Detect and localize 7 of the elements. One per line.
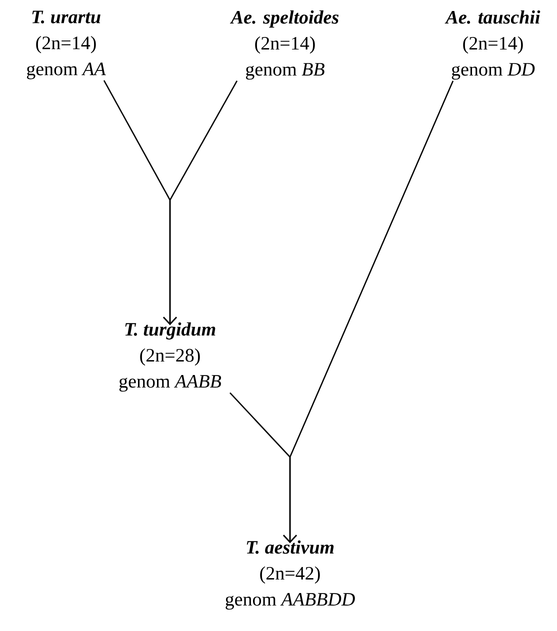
species-label: T. turgidum (2n=28) genom AABB <box>119 322 222 392</box>
species-label: T. aestivum (2n=42) genom AABBDD <box>226 540 355 610</box>
arrow <box>163 80 238 326</box>
arrow <box>283 80 454 544</box>
species-label: T. urartu (2n=14) genom AA <box>26 10 106 80</box>
species-label: Ae. speltoides (2n=14) genom BB <box>230 10 339 80</box>
species-label: Ae. tauschii (2n=14) genom DD <box>444 10 540 80</box>
